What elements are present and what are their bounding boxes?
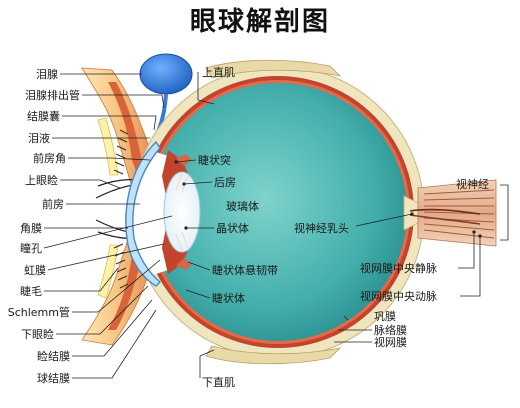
label-lens: 晶状体 [216, 221, 249, 235]
label-bulbar-conjunctiva: 球结膜 [37, 371, 70, 385]
inferior-rectus-muscle [205, 345, 342, 365]
label-anterior-chamber-angle: 前房角 [33, 151, 66, 165]
label-palpebral-conjunctiva: 睑结膜 [37, 350, 70, 363]
page-title: 眼球解剖图 [190, 6, 330, 37]
label-zonule: 睫状体悬韧带 [212, 263, 278, 277]
label-cornea: 角膜 [20, 222, 42, 235]
label-ciliary-body: 睫状体 [212, 291, 245, 305]
label-inferior-rectus: 下直肌 [202, 375, 235, 389]
label-ciliary-process: 睫状突 [198, 153, 231, 167]
lens-shape [163, 171, 201, 253]
superior-rectus-muscle [205, 59, 342, 79]
label-eyelash: 睫毛 [20, 285, 42, 298]
label-vitreous-body: 玻璃体 [226, 199, 259, 213]
eyeball [131, 65, 425, 359]
label-tears: 泪液 [28, 131, 50, 145]
label-retina: 视网膜 [374, 335, 407, 349]
label-choroid: 脉络膜 [374, 323, 407, 337]
label-schlemm-canal: Schlemm管 [8, 305, 70, 319]
label-iris: 虹膜 [24, 264, 46, 277]
cornea-shape [125, 140, 162, 287]
label-lacrimal-gland: 泪腺 [36, 67, 58, 81]
label-pupil: 瞳孔 [20, 241, 42, 255]
label-optic-nerve: 视神经 [456, 177, 489, 191]
label-sclera: 巩膜 [374, 310, 396, 323]
optic-nerve-shape [409, 179, 497, 247]
label-superior-rectus: 上直肌 [202, 65, 235, 79]
label-conjunctival-sac: 结膜囊 [27, 109, 60, 123]
label-lower-eyelid: 下眼睑 [21, 328, 54, 341]
label-optic-disc: 视神经乳头 [294, 221, 349, 235]
label-central-retinal-vein: 视网膜中央静脉 [360, 261, 437, 275]
anterior-segment [125, 140, 201, 287]
leader-lines [43, 72, 509, 379]
label-lacrimal-duct: 泪腺排出管 [25, 88, 80, 102]
label-posterior-chamber: 后房 [214, 176, 236, 189]
lacrimal-gland-shape [139, 53, 193, 95]
label-anterior-chamber: 前房 [42, 197, 64, 211]
label-central-retinal-artery: 视网膜中央动脉 [360, 289, 437, 303]
label-upper-eyelid: 上眼睑 [25, 174, 58, 187]
